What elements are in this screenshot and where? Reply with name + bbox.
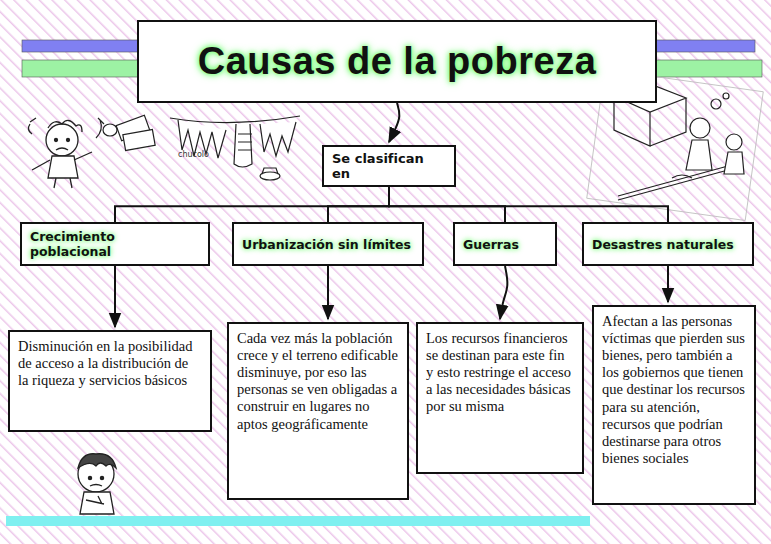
signature-label: chucolo	[178, 150, 209, 159]
node-text: Urbanización sin límites	[242, 237, 411, 252]
green-bar	[655, 60, 762, 77]
money-hand-drawing	[96, 115, 155, 150]
node-text: Causas de la pobreza	[198, 40, 597, 83]
description-box: Disminución en la posibilidad de acceso …	[8, 330, 212, 432]
green-bar	[22, 60, 140, 77]
node-text: Afectan a las personas víctimas que pier…	[602, 313, 746, 467]
connector	[328, 187, 389, 222]
purple-bar	[655, 40, 755, 52]
node-text: Cada vez más la población crece y el ter…	[237, 330, 399, 433]
sad-child-drawing	[28, 118, 92, 188]
category-box: Crecimiento poblacional	[20, 222, 210, 266]
purple-bar	[22, 40, 140, 52]
category-box: Desastres naturales	[582, 222, 754, 266]
node-text: Guerras	[463, 237, 519, 252]
connector	[667, 266, 669, 302]
connector	[327, 266, 329, 319]
connector	[389, 187, 505, 222]
connector	[389, 187, 668, 222]
description-box: Cada vez más la población crece y el ter…	[227, 322, 409, 500]
connector	[389, 103, 399, 142]
connector	[114, 266, 116, 327]
hanging-clothes-drawing	[170, 116, 300, 180]
connector	[500, 266, 507, 319]
description-box: Los recursos financieros se destinan par…	[416, 322, 584, 474]
sad-child-drawing	[78, 454, 116, 514]
hub-box: Se clasifican en	[322, 145, 456, 187]
node-text: Desastres naturales	[592, 237, 734, 252]
category-box: Urbanización sin límites	[232, 222, 424, 266]
cyan-bar	[6, 516, 590, 526]
category-box: Guerras	[453, 222, 557, 266]
connector	[115, 187, 389, 222]
node-text: Se clasifican en	[332, 151, 446, 181]
title-box: Causas de la pobreza	[137, 20, 657, 103]
node-text: Disminución en la posibilidad de acceso …	[18, 338, 202, 389]
description-box: Afectan a las personas víctimas que pier…	[592, 305, 756, 505]
node-text: Crecimiento poblacional	[30, 229, 200, 259]
node-text: Los recursos financieros se destinan par…	[426, 330, 574, 416]
